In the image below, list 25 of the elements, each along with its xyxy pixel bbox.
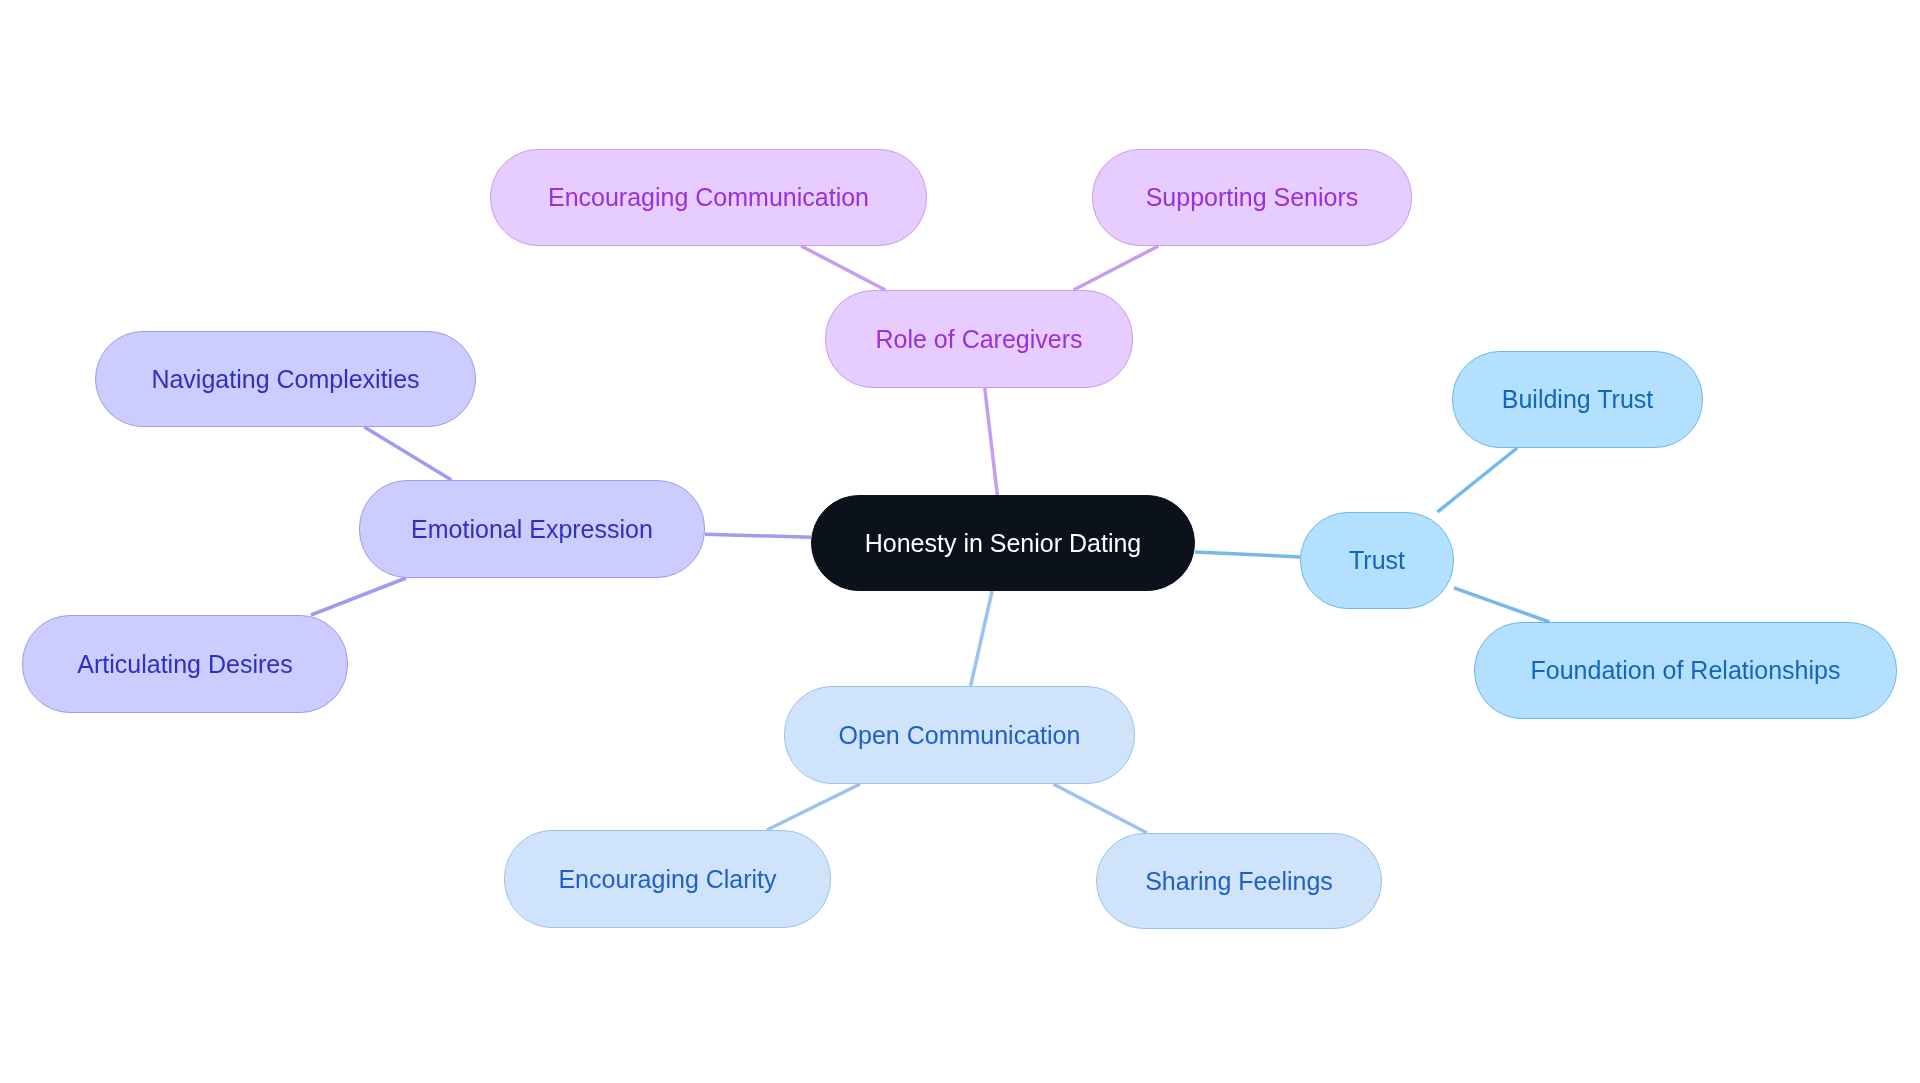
topic-label: Navigating Complexities [151,364,420,394]
topic-label: Foundation of Relationships [1530,656,1841,685]
connector-line [363,425,453,482]
connector-line [983,387,1000,496]
connector-line [704,532,812,540]
connector-line [1453,586,1551,624]
connector-line [766,782,861,832]
topic-label: Sharing Feelings [1145,866,1333,896]
connector-line [968,590,994,687]
connector-line [1436,446,1519,514]
connector-line [800,244,887,292]
topic-label: Honesty in Senior Dating [864,528,1142,558]
topic-label: Encouraging Communication [548,183,869,212]
topic-label: Emotional Expression [411,514,653,544]
topic-label: Articulating Desires [77,649,293,679]
connector-line [310,576,407,617]
topic-label: Encouraging Clarity [558,864,777,894]
topic-label: Building Trust [1501,385,1654,414]
topic-label: Supporting Seniors [1145,183,1359,212]
topic-label: Trust [1349,546,1405,575]
connector-line [1194,550,1301,559]
topic-label: Open Communication [838,720,1081,750]
topic-label: Role of Caregivers [875,324,1083,354]
connector-line [1072,244,1160,292]
connector-line [1052,782,1148,835]
